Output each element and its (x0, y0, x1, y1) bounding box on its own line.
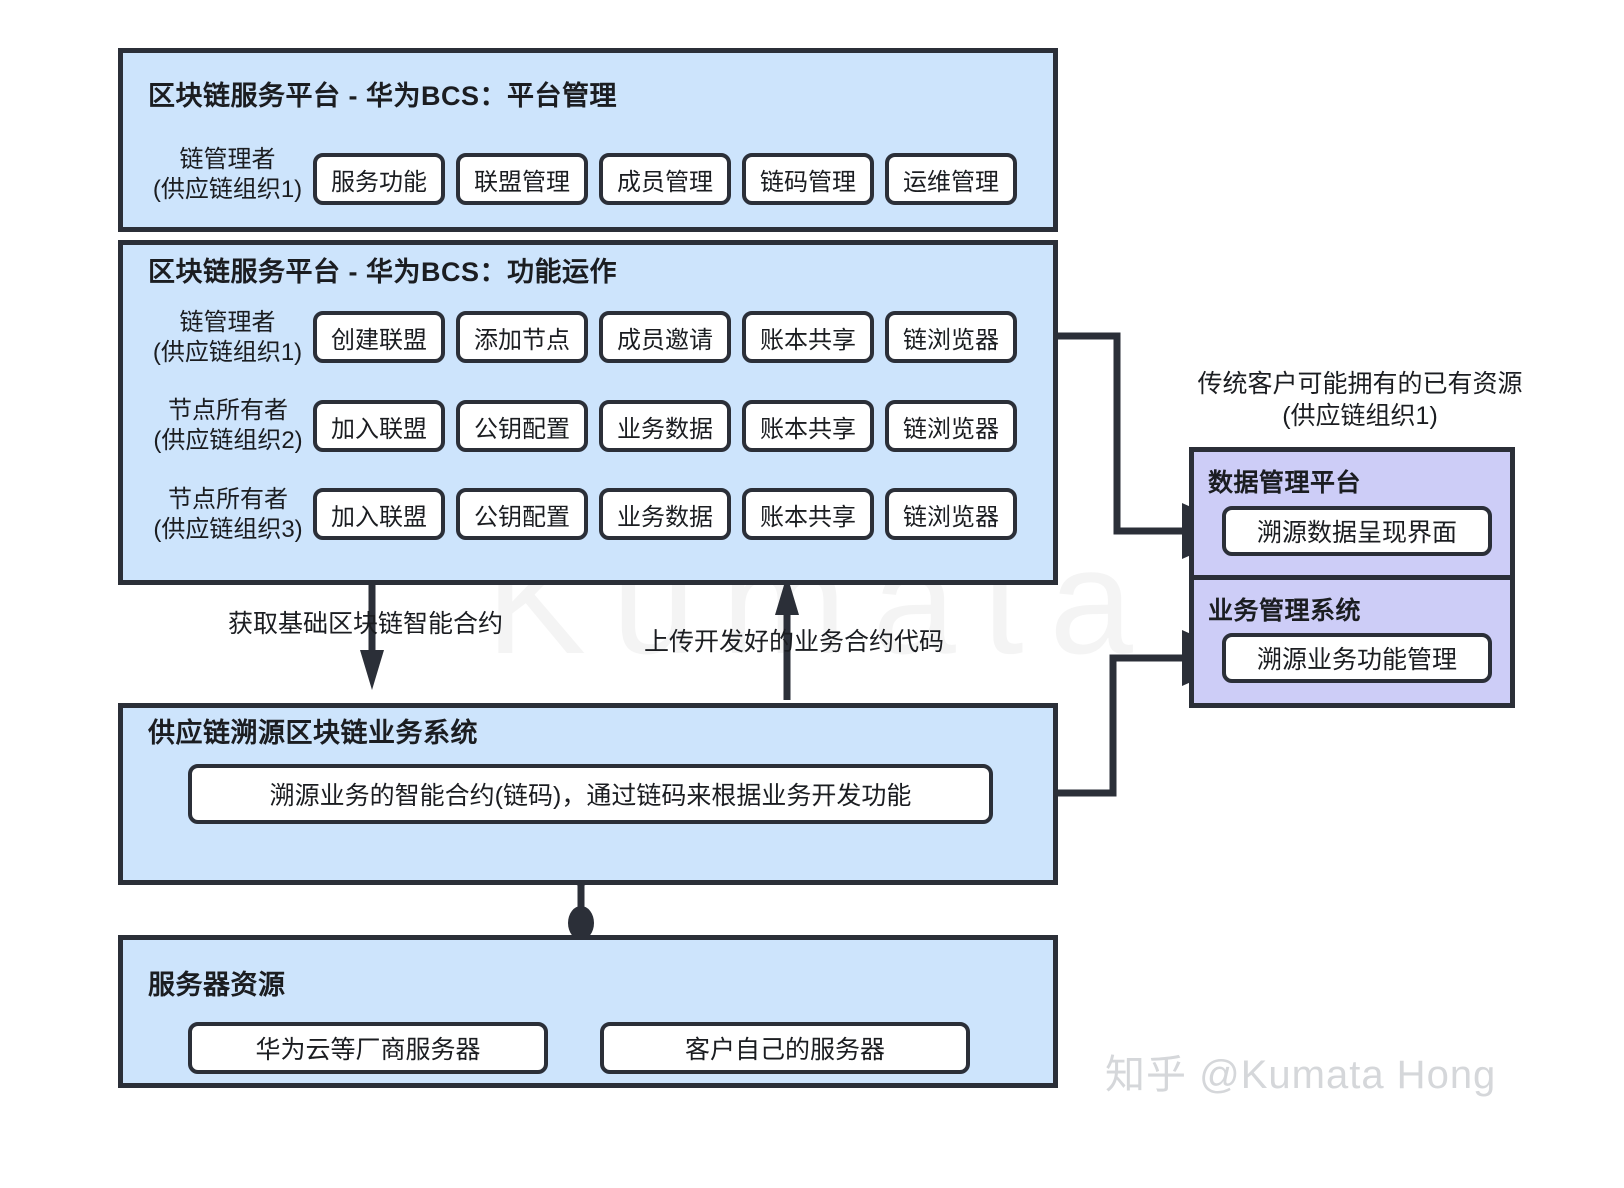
legacy-resources-caption-line1: 传统客户可能拥有的已有资源 (1197, 370, 1523, 398)
panel-business-system-title: 供应链溯源区块链业务系统 (148, 718, 478, 748)
chip-chaincode-management[interactable]: 链码管理 (742, 153, 874, 205)
chip-ledger-share-row2[interactable]: 账本共享 (742, 400, 874, 452)
role-label-line1: 节点所有者 (168, 397, 288, 424)
chip-public-key-config-row3[interactable]: 公钥配置 (456, 488, 588, 540)
chip-create-alliance[interactable]: 创建联盟 (313, 311, 445, 363)
panel-business-management-system-title: 业务管理系统 (1208, 597, 1362, 625)
chip-service-function[interactable]: 服务功能 (313, 153, 445, 205)
chip-ops-management[interactable]: 运维管理 (885, 153, 1017, 205)
chip-chain-browser-row1[interactable]: 链浏览器 (885, 311, 1017, 363)
flow-label-upload-contract-code: 上传开发好的业务合约代码 (644, 628, 945, 656)
chip-business-data-row2[interactable]: 业务数据 (599, 400, 731, 452)
role-label-line1: 节点所有者 (168, 486, 288, 513)
chip-public-key-config-row2[interactable]: 公钥配置 (456, 400, 588, 452)
chip-member-management[interactable]: 成员管理 (599, 153, 731, 205)
chip-add-node[interactable]: 添加节点 (456, 311, 588, 363)
chip-ledger-share-row3[interactable]: 账本共享 (742, 488, 874, 540)
role-label-line1: 链管理者 (179, 146, 276, 173)
chip-chain-browser-row2[interactable]: 链浏览器 (885, 400, 1017, 452)
role-label-line2: (供应链组织3) (153, 516, 303, 543)
panel-data-management-platform-title: 数据管理平台 (1208, 469, 1362, 497)
panel-function-operation-title: 区块链服务平台 - 华为BCS：功能运作 (148, 257, 617, 287)
role-label-node-owner-org2: 节点所有者 (供应链组织2) (138, 396, 318, 456)
role-label-node-owner-org3: 节点所有者 (供应链组织3) (138, 485, 318, 545)
flow-label-get-base-contract: 获取基础区块链智能合约 (228, 610, 504, 638)
chip-chain-browser-row3[interactable]: 链浏览器 (885, 488, 1017, 540)
chip-traceability-chaincode[interactable]: 溯源业务的智能合约(链码)，通过链码来根据业务开发功能 (188, 764, 993, 824)
panel-platform-management-title: 区块链服务平台 - 华为BCS：平台管理 (148, 81, 617, 111)
role-label-line2: (供应链组织2) (153, 427, 303, 454)
role-label-line1: 链管理者 (179, 309, 276, 336)
chip-ledger-share-row1[interactable]: 账本共享 (742, 311, 874, 363)
chip-member-invite[interactable]: 成员邀请 (599, 311, 731, 363)
chip-join-alliance-row2[interactable]: 加入联盟 (313, 400, 445, 452)
chip-huawei-cloud-server[interactable]: 华为云等厂商服务器 (188, 1022, 548, 1074)
chip-alliance-management[interactable]: 联盟管理 (456, 153, 588, 205)
chip-traceability-data-ui[interactable]: 溯源数据呈现界面 (1222, 506, 1492, 556)
chip-join-alliance-row3[interactable]: 加入联盟 (313, 488, 445, 540)
role-label-chain-admin-org1-platform: 链管理者 (供应链组织1) (145, 145, 310, 205)
role-label-line2: (供应链组织1) (152, 176, 303, 203)
role-label-line2: (供应链组织1) (152, 339, 303, 366)
corner-watermark: 知乎 @Kumata Hong (1105, 1053, 1497, 1097)
chip-traceability-business-function[interactable]: 溯源业务功能管理 (1222, 633, 1492, 683)
legacy-resources-caption-line2: (供应链组织1) (1282, 402, 1438, 430)
chip-business-data-row3[interactable]: 业务数据 (599, 488, 731, 540)
legacy-resources-caption: 传统客户可能拥有的已有资源 (供应链组织1) (1180, 368, 1540, 432)
chip-customer-own-server[interactable]: 客户自己的服务器 (600, 1022, 970, 1074)
panel-server-resource-title: 服务器资源 (148, 970, 286, 1000)
role-label-chain-admin-org1-ops: 链管理者 (供应链组织1) (145, 308, 310, 368)
